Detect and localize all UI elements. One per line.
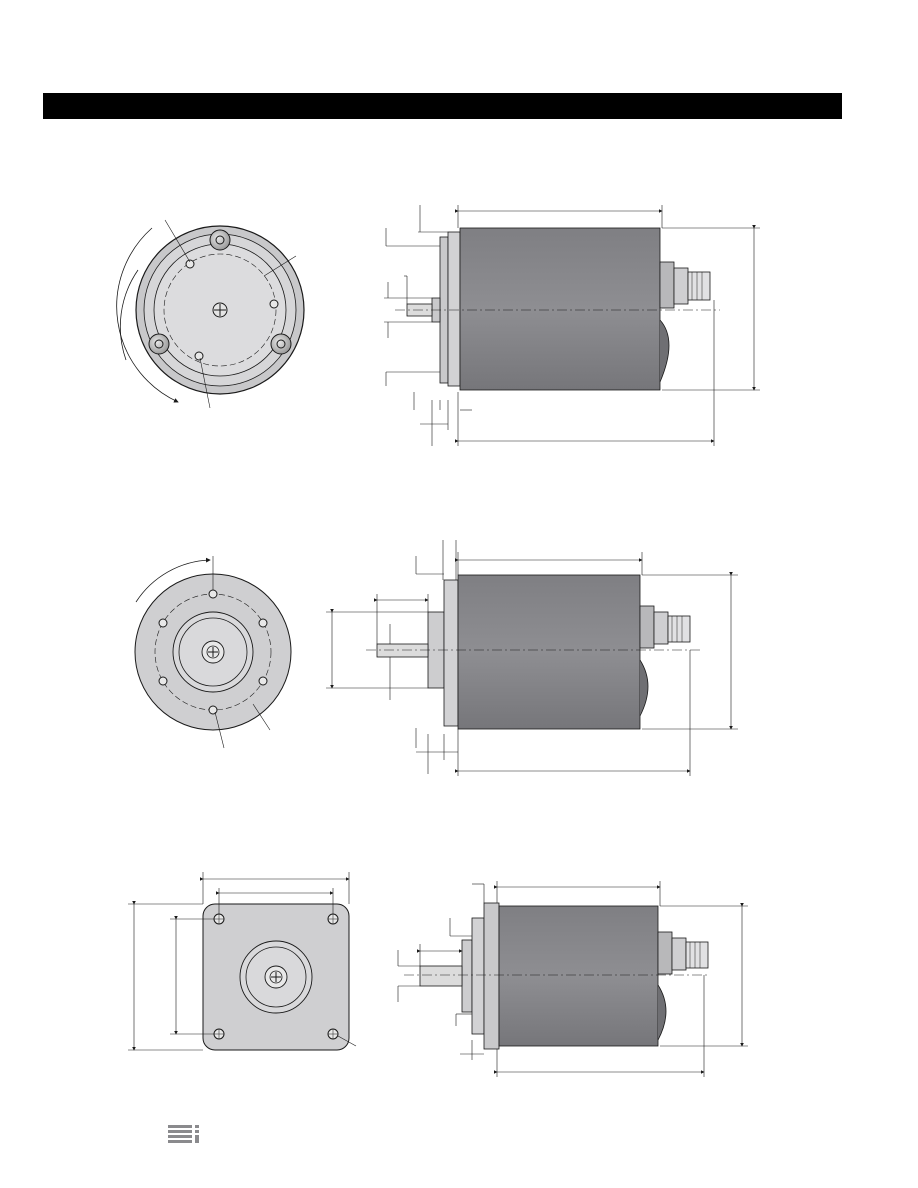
logo-icon xyxy=(168,1125,199,1143)
connector-icon xyxy=(659,261,711,309)
clamp-icon xyxy=(209,229,231,251)
header-bar xyxy=(43,93,842,119)
servo-mount-face-view xyxy=(116,219,305,409)
flange-mount-side-view xyxy=(326,540,738,776)
square-mount-side-view xyxy=(397,881,748,1077)
servo-mount-side-view xyxy=(384,205,760,446)
clamp-icon xyxy=(148,333,170,355)
clamp-icon xyxy=(270,333,292,355)
connector-icon xyxy=(657,931,709,975)
connector-icon xyxy=(639,605,691,649)
square-mount-face-view xyxy=(128,872,357,1051)
flange-mount-face-view xyxy=(134,556,292,749)
